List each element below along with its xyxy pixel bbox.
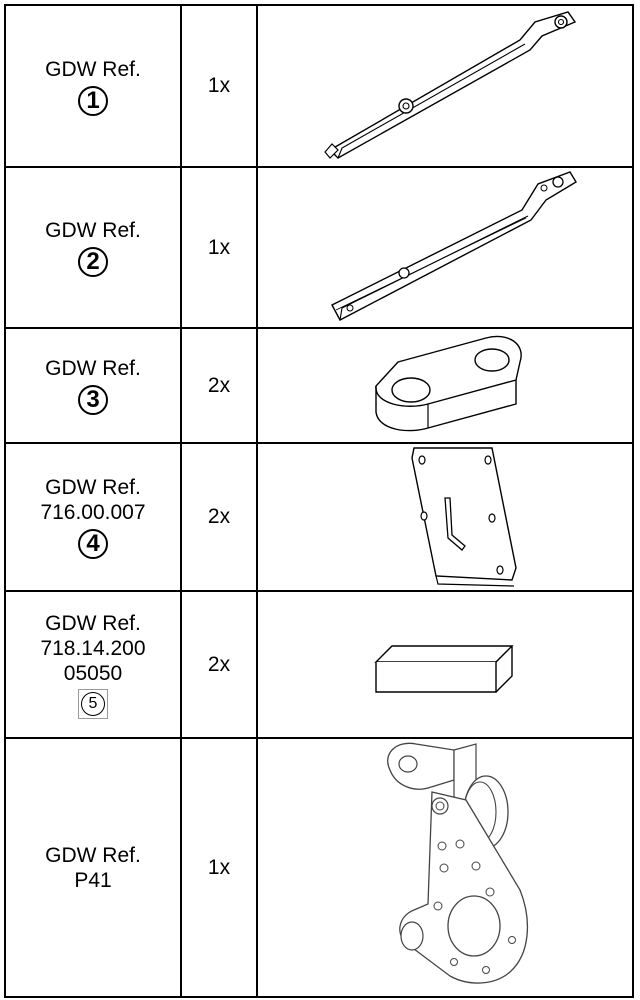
long-bracket-icon [326, 170, 582, 325]
qty-cell: 2x [182, 592, 256, 737]
column-divider [256, 4, 258, 998]
rectangular-block-icon [374, 644, 514, 694]
ref-label: GDW Ref. [45, 57, 141, 81]
qty-value: 2x [207, 505, 231, 528]
ref-label: GDW Ref. [45, 611, 141, 635]
ref-code: 05050 [63, 661, 123, 685]
ref-badge: 5 [81, 691, 105, 716]
ref-label: GDW Ref. [45, 357, 141, 380]
qty-cell: 2x [182, 329, 256, 442]
ref-badge: 1 [78, 85, 108, 116]
table-row: GDW Ref. P41 [6, 739, 180, 996]
column-divider [180, 4, 182, 998]
ref-number: 718.14.200 [40, 636, 146, 660]
row-divider [4, 442, 634, 444]
qty-value: 1x [207, 855, 231, 879]
ref-label: GDW Ref. [45, 476, 141, 499]
qty-value: 2x [207, 373, 231, 397]
ref-badge: 4 [78, 529, 108, 559]
long-bracket-icon [320, 10, 580, 160]
hinge-bracket-icon [380, 740, 536, 990]
table-border-left [4, 4, 6, 998]
mounting-plate-icon [412, 446, 518, 586]
table-border-top [4, 4, 634, 6]
ref-number: P41 [74, 868, 112, 892]
qty-cell: 1x [182, 168, 256, 327]
qty-value: 1x [207, 74, 231, 97]
row-divider [4, 590, 634, 592]
ref-label: GDW Ref. [45, 219, 141, 242]
row-divider [4, 166, 634, 168]
table-row: GDW Ref. 3 [6, 329, 180, 442]
ref-badge: 2 [78, 247, 108, 277]
spacer-block-icon [368, 334, 528, 438]
table-border-bottom [4, 996, 634, 998]
table-row: GDW Ref. 716.00.007 4 [6, 444, 180, 590]
qty-value: 1x [207, 235, 231, 259]
row-divider [4, 327, 634, 329]
ref-number: 716.00.007 [40, 501, 146, 524]
qty-cell: 1x [182, 6, 256, 166]
table-border-right [632, 4, 634, 998]
ref-label: GDW Ref. [45, 843, 141, 867]
ref-badge: 3 [78, 385, 108, 415]
table-row: GDW Ref. 1 [6, 6, 180, 166]
table-row: GDW Ref. 718.14.200 05050 5 [6, 592, 180, 737]
qty-cell: 2x [182, 444, 256, 590]
ref-badge-frame: 5 [78, 688, 108, 719]
row-divider [4, 737, 634, 739]
qty-value: 2x [207, 652, 231, 676]
table-row: GDW Ref. 2 [6, 168, 180, 327]
qty-cell: 1x [182, 739, 256, 996]
